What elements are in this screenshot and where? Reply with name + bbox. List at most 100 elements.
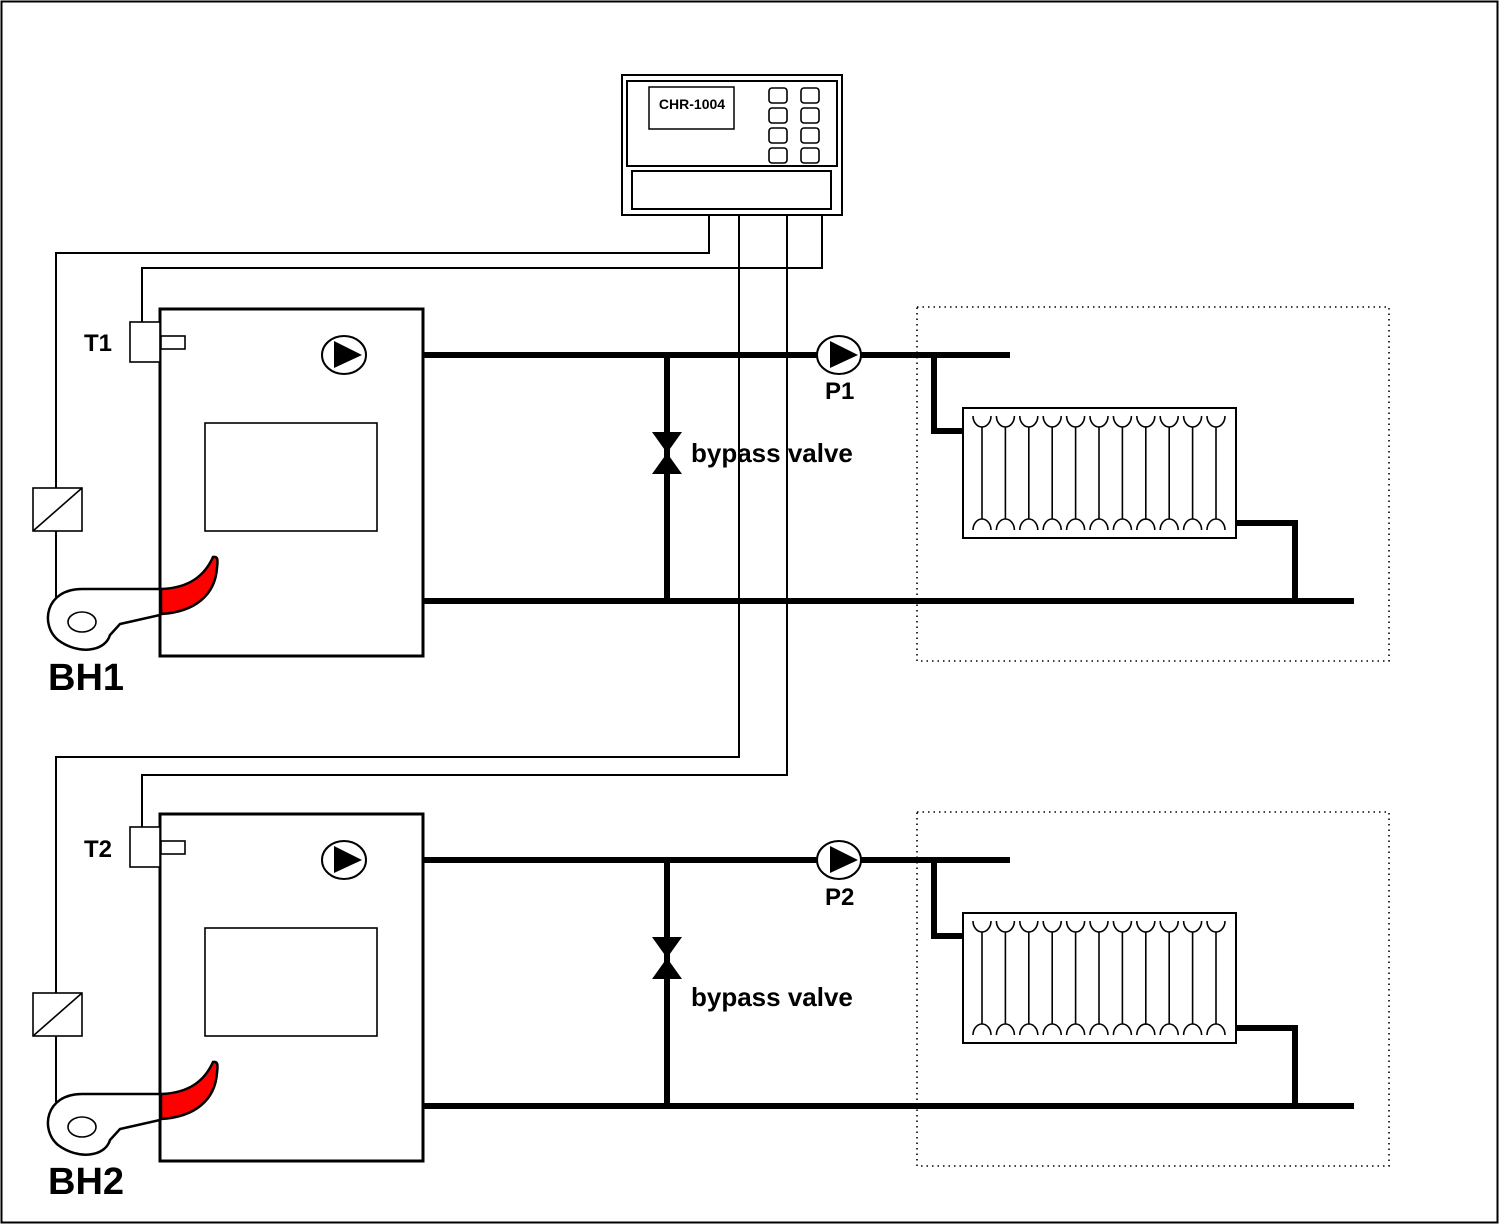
radiator-section-bottom	[995, 1023, 1016, 1036]
room-boundary	[916, 811, 1390, 1167]
radiator-section-bottom	[1182, 1023, 1203, 1036]
radiator-return-branch	[1236, 1025, 1298, 1106]
radiator-section-top	[1065, 415, 1086, 428]
radiator-section-top	[995, 415, 1016, 428]
radiator-section-bottom	[1112, 1023, 1133, 1036]
radiator-section-top	[1136, 920, 1156, 933]
controller-button	[800, 147, 820, 164]
controller-display	[648, 86, 735, 130]
radiator-section-bottom	[1136, 1023, 1156, 1036]
radiator-section-bottom	[1136, 518, 1156, 531]
burner-icon	[46, 1092, 162, 1156]
radiator-section-top	[1065, 920, 1086, 933]
radiator-section-top	[1042, 920, 1062, 933]
radiator-section-top	[1206, 415, 1226, 428]
pump-arrow-icon	[830, 846, 858, 873]
temperature-sensor-icon	[129, 321, 161, 363]
boiler-label-bh1: BH1	[48, 657, 124, 699]
radiator-section-bottom	[1065, 1023, 1086, 1036]
radiator-section-top	[1042, 415, 1062, 428]
radiator-supply-branch	[931, 860, 963, 939]
controller-keypad	[768, 87, 820, 164]
radiator-section-top	[1159, 920, 1179, 933]
radiator-section-top	[972, 920, 992, 933]
burner-port	[67, 1116, 97, 1138]
radiator-section-top	[972, 415, 992, 428]
wire-burner-2	[55, 215, 740, 993]
radiator-section-top	[1089, 415, 1109, 428]
radiator-section-top	[1019, 415, 1039, 428]
flame-icon	[159, 555, 219, 616]
wire-sensor-1	[141, 215, 823, 322]
radiator-section-top	[1159, 415, 1179, 428]
radiator-section-bottom	[1019, 518, 1039, 531]
controller-terminal-strip	[631, 170, 832, 210]
wire-burner-1	[55, 215, 710, 488]
radiator-section-bottom	[972, 518, 992, 531]
pump-arrow-icon	[334, 341, 362, 368]
sensor-probe	[160, 840, 186, 855]
controller-button	[800, 87, 820, 104]
circuit-1-labels: T1 BH1 P1 bypass valve	[48, 330, 854, 699]
controller-button	[768, 147, 788, 164]
radiator-section-bottom	[995, 518, 1016, 531]
flame-icon	[159, 1060, 219, 1121]
radiator-section-top	[1112, 415, 1133, 428]
wire-sensor-2	[141, 215, 788, 827]
radiator-section-bottom	[1182, 518, 1203, 531]
relay-diagonal	[32, 487, 83, 532]
relay-diagonal	[32, 992, 83, 1037]
circuit-1	[32, 306, 1390, 662]
radiator-return-branch	[1236, 520, 1298, 601]
radiator-section-top	[995, 920, 1016, 933]
radiator-section-bottom	[1065, 518, 1086, 531]
radiator-section-bottom	[1159, 518, 1179, 531]
radiator-section-bottom	[972, 1023, 992, 1036]
control-wiring	[55, 215, 823, 1102]
radiator-section-bottom	[1159, 1023, 1179, 1036]
controller-unit: CHR-1004	[621, 74, 843, 216]
radiator-section-bottom	[1089, 518, 1109, 531]
bypass-valve-icon	[652, 432, 682, 474]
radiator-section-bottom	[1019, 1023, 1039, 1036]
radiator-section-top	[1182, 920, 1203, 933]
radiator-section-top	[1112, 920, 1133, 933]
pump-label-p2: P2	[825, 884, 854, 911]
radiator-section-bottom	[1206, 1023, 1226, 1036]
controller-button	[768, 107, 788, 124]
radiator-section-bottom	[1042, 1023, 1062, 1036]
radiator-section-top	[1136, 415, 1156, 428]
radiator-section-bottom	[1089, 1023, 1109, 1036]
controller-label: CHR-1004	[659, 96, 725, 112]
sensor-probe	[160, 335, 186, 350]
controller-button	[768, 87, 788, 104]
radiator-supply-branch	[931, 355, 963, 434]
circuit-2	[32, 811, 1390, 1167]
valve-label-2: bypass valve	[691, 982, 853, 1012]
controller-button	[800, 127, 820, 144]
controller-button	[768, 127, 788, 144]
radiator-section-top	[1206, 920, 1226, 933]
boiler-window	[204, 927, 378, 1037]
burner-icon	[46, 587, 162, 651]
pump-arrow-icon	[830, 341, 858, 368]
radiator-section-bottom	[1042, 518, 1062, 531]
sensor-label-t2: T2	[84, 836, 112, 863]
controller-button	[800, 107, 820, 124]
temperature-sensor-icon	[129, 826, 161, 868]
valve-label-1: bypass valve	[691, 438, 853, 468]
room-boundary	[916, 306, 1390, 662]
radiator-section-bottom	[1112, 518, 1133, 531]
boiler-window	[204, 422, 378, 532]
sensor-label-t1: T1	[84, 330, 112, 357]
boiler-label-bh2: BH2	[48, 1161, 124, 1203]
radiator-section-top	[1182, 415, 1203, 428]
radiator-section-bottom	[1206, 518, 1226, 531]
radiator-section-top	[1089, 920, 1109, 933]
radiator-section-top	[1019, 920, 1039, 933]
burner-port	[67, 611, 97, 633]
circuit-2-labels: T2 BH2 P2 bypass valve	[48, 836, 854, 1203]
bypass-valve-icon	[652, 937, 682, 979]
